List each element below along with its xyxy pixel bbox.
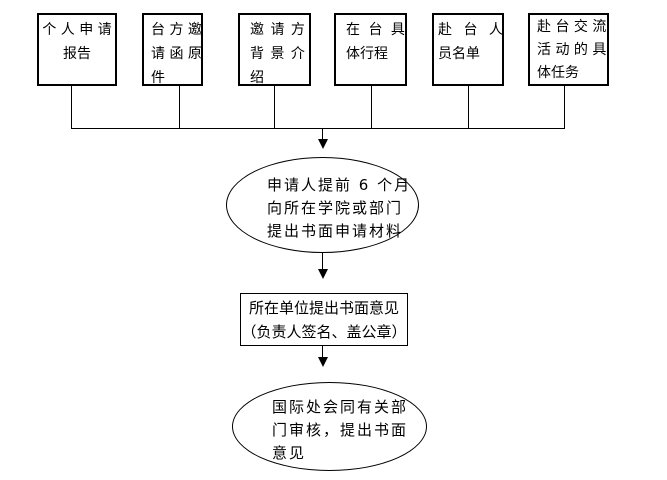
- down-arrow-head-2: [318, 269, 328, 279]
- connector-box4-stem: [371, 86, 372, 128]
- box-taiwan-invitation-letter: 台 方 邀 请 函 原 件: [142, 13, 203, 86]
- connector-box3-stem: [274, 86, 275, 128]
- down-arrow-head-1: [318, 139, 328, 149]
- rect-unit-written-opinion-label: 所在单位提出书面意见 （负责人签名、盖公章）: [241, 299, 407, 341]
- box-taiwan-itinerary-label: 在 台 具 体行程: [346, 22, 405, 62]
- arrow2-stem: [322, 253, 323, 270]
- box-exchange-activity-tasks: 赴 台 交 流 活 动 的 具 体任务: [528, 13, 609, 86]
- connector-box1-stem: [71, 86, 72, 128]
- box-delegation-name-list: 赴 台 人 员名单: [432, 13, 504, 86]
- arrow3-stem: [322, 346, 323, 358]
- box-inviter-background-label: 邀 请 方 背 景 介 绍: [250, 22, 305, 86]
- merge-line: [71, 128, 565, 129]
- ellipse-submit-application-materials: 申请人提前 6 个月 向所在学院或部门 提出书面申请材料: [226, 157, 419, 253]
- box-taiwan-itinerary: 在 台 具 体行程: [334, 13, 407, 86]
- connector-box6-stem: [564, 86, 565, 128]
- box-taiwan-invitation-letter-label: 台 方 邀 请 函 原 件: [151, 22, 202, 86]
- rect-unit-written-opinion: 所在单位提出书面意见 （负责人签名、盖公章）: [240, 293, 408, 346]
- down-arrow-head-3: [318, 357, 328, 367]
- arrow1-stem: [322, 128, 323, 140]
- connector-box2-stem: [179, 86, 180, 128]
- ellipse-international-office-review-label: 国际处会同有关部 门审核，提出书面 意见: [272, 398, 409, 462]
- ellipse-international-office-review: 国际处会同有关部 门审核，提出书面 意见: [232, 382, 427, 471]
- box-personal-application-report: 个 人 申 请 报告: [37, 13, 117, 86]
- box-delegation-name-list-label: 赴 台 人 员名单: [438, 22, 503, 62]
- ellipse-submit-application-materials-label: 申请人提前 6 个月 向所在学院或部门 提出书面申请材料: [267, 175, 412, 240]
- box-exchange-activity-tasks-label: 赴 台 交 流 活 动 的 具 体任务: [537, 19, 607, 81]
- connector-box5-stem: [468, 86, 469, 128]
- box-inviter-background: 邀 请 方 背 景 介 绍: [238, 13, 311, 86]
- box-personal-application-report-label: 个 人 申 请 报告: [42, 22, 112, 62]
